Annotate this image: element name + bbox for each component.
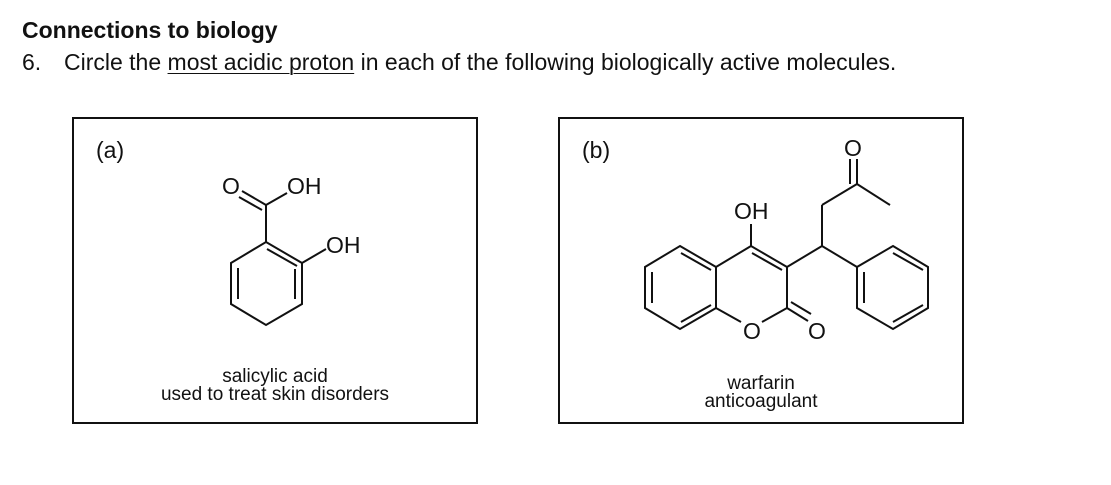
section-heading: Connections to biology: [22, 17, 278, 43]
carboxyl-oh-bond: [265, 192, 288, 206]
molecule-name-b: warfarin: [727, 373, 795, 394]
phenol-oh-label: OH: [326, 232, 361, 258]
question-text-start: Circle the: [64, 49, 168, 75]
ketone-oxygen-label: O: [844, 135, 862, 161]
enol-oh-label: OH: [734, 198, 769, 224]
carbonyl-double-bond-outer: [241, 190, 267, 206]
bond-c3-ch: [786, 245, 823, 268]
ring-to-phenol-bond: [301, 248, 327, 264]
caption-a: salicylic acid used to treat skin disord…: [74, 366, 476, 405]
bond-o1-c8a: [715, 307, 742, 323]
benzo-ring: [644, 244, 717, 331]
benzo-double-bond-1: [680, 252, 712, 271]
bond-ch-phenyl: [821, 245, 858, 268]
question-text-end: in each of the following biologically ac…: [354, 49, 897, 75]
carbonyl-oxygen-label: O: [222, 173, 240, 199]
molecule-description-a: used to treat skin disorders: [160, 384, 390, 405]
caption-b: warfarin anticoagulant: [560, 373, 962, 412]
lactone-oxygen-label: O: [808, 318, 826, 344]
bond-ch2-co: [821, 183, 858, 206]
molecule-description-b: anticoagulant: [704, 391, 818, 412]
bond-c4a-c4: [715, 245, 752, 268]
bond-c2-o1: [761, 307, 788, 323]
carbonyl-double-bond-inner: [238, 196, 263, 211]
benzo-double-bond-3: [680, 304, 712, 323]
ring-oxygen-label: O: [743, 318, 761, 344]
lactone-carbonyl-outer: [786, 307, 809, 322]
molecule-panel-b: (b) O OH O O war: [558, 117, 964, 424]
ring-double-bond-1: [266, 248, 298, 267]
question-number: 6.: [22, 49, 42, 75]
phenyl-double-bond-3: [892, 304, 924, 323]
phenyl-double-bond-1: [892, 252, 924, 271]
phenyl-ring: [856, 244, 929, 331]
lactone-carbonyl-inner: [790, 301, 812, 315]
question-underlined-phrase: most acidic proton: [167, 49, 355, 75]
molecule-name-a: salicylic acid: [222, 366, 328, 387]
molecule-panel-a: (a) O OH OH salicylic acid used to treat…: [72, 117, 478, 424]
panel-label-b: (b): [582, 137, 611, 163]
bond-co-methyl: [856, 183, 891, 206]
benzene-ring-a: [230, 240, 303, 327]
panel-label-a: (a): [96, 137, 125, 163]
salicylic-acid-structure: O OH OH: [222, 173, 361, 327]
bond-c4-c3: [750, 245, 788, 268]
warfarin-structure: O OH O O: [644, 135, 929, 344]
bond-c4-c3-double: [751, 252, 783, 271]
carboxylic-oh-label: OH: [287, 173, 322, 199]
question-6: 6. Circle the most acidic proton in each …: [22, 49, 896, 76]
